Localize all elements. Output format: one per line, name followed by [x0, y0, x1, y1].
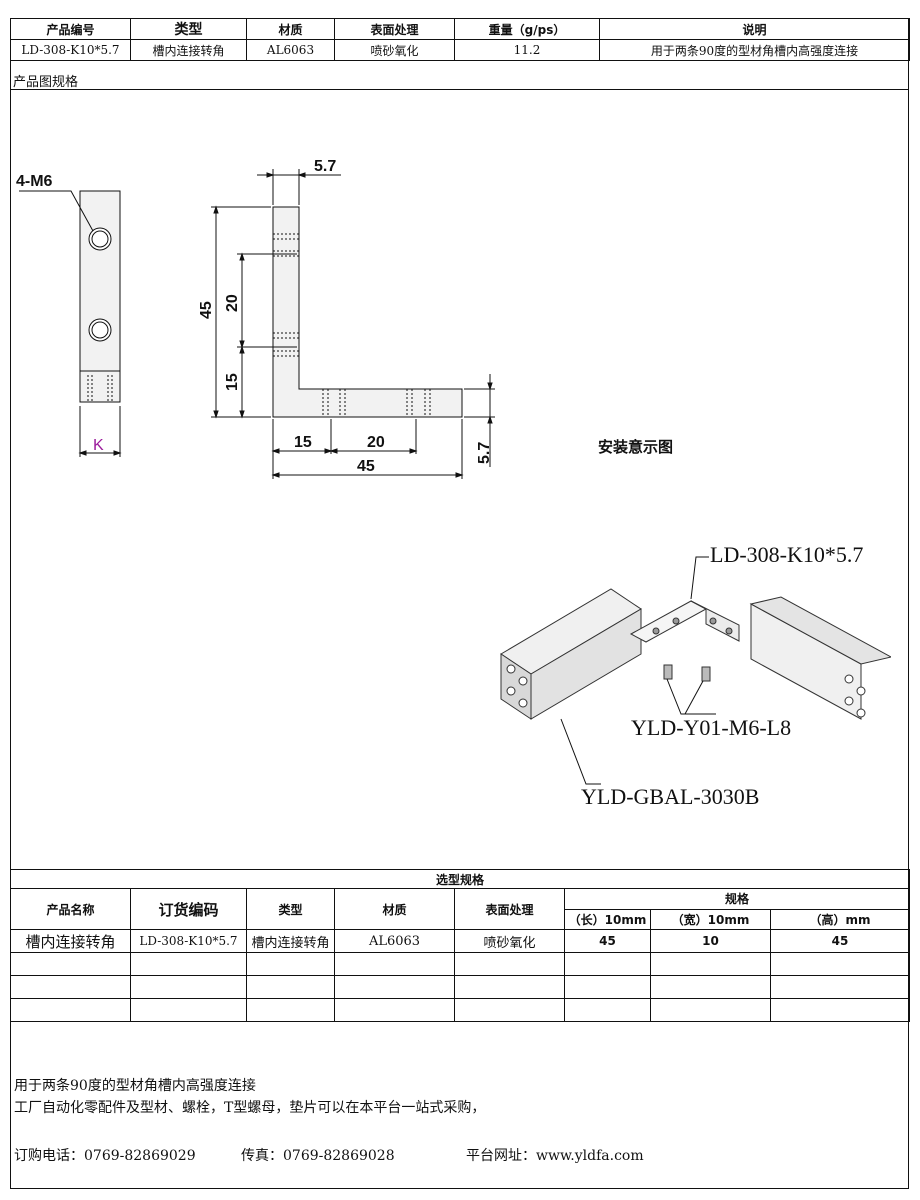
- selection-header-row: 产品名称 订货编码 类型 材质 表面处理 规格: [10, 888, 911, 930]
- cell-name: 槽内连接转角: [10, 929, 131, 953]
- install-title: 安装意示图: [598, 438, 673, 456]
- cell-width: 10: [650, 929, 771, 953]
- product-info-header: 产品编号 类型 材质 表面处理 重量（g/ps） 说明: [10, 18, 910, 40]
- col-sel-surface: 表面处理: [454, 888, 565, 930]
- col-product-code: 产品编号: [10, 18, 131, 40]
- dim-bottom-offset: 15: [294, 434, 312, 451]
- dim-height: 45: [198, 301, 215, 319]
- col-material: 材质: [246, 18, 335, 40]
- cell-surface: 喷砂氧化: [334, 39, 455, 61]
- cell-sel-material: AL6063: [334, 929, 455, 953]
- section-divider: [11, 89, 908, 90]
- cell-height: 45: [769, 929, 911, 953]
- footer-line-2: 工厂自动化零配件及型材、螺栓，T型螺母，垫片可以在本平台一站式采购，: [14, 1100, 486, 1116]
- col-height: （高）mm: [769, 908, 911, 930]
- selection-title: 选型规格: [9, 869, 911, 889]
- table-row: [10, 998, 911, 1022]
- col-description: 说明: [599, 18, 910, 40]
- selection-table: 选型规格 产品名称 订货编码 类型 材质 表面处理 规格 （长）10mm （宽）…: [9, 869, 911, 1022]
- table-row: 槽内连接转角 LD-308-K10*5.7 槽内连接转角 AL6063 喷砂氧化…: [10, 929, 911, 953]
- screw-icon: [663, 664, 673, 680]
- cell-sel-type: 槽内连接转角: [246, 929, 335, 953]
- cell-material: AL6063: [246, 39, 335, 61]
- footer-website: 平台网址：www.yldfa.com: [466, 1148, 644, 1164]
- col-length: （长）10mm: [564, 908, 651, 930]
- dim-upper-pitch: 20: [224, 294, 241, 312]
- table-row: [10, 952, 911, 976]
- footer-line-1: 用于两条90度的型材角槽内高强度连接: [14, 1078, 256, 1094]
- dim-bottom-pitch: 20: [367, 434, 385, 451]
- dim-length: 45: [357, 458, 375, 475]
- dim-lower-offset: 15: [224, 373, 241, 391]
- col-order-code: 订货编码: [130, 888, 247, 930]
- cell-length: 45: [564, 929, 651, 953]
- technical-drawing: 4-M6 K 5.7 45 20 15 15 20 45 5.7: [16, 158, 495, 479]
- label-screw: YLD-Y01-M6-L8: [631, 715, 791, 740]
- width-k-label: K: [93, 437, 104, 454]
- table-row: [10, 975, 911, 999]
- installation-diagram: 安装意示图 LD: [500, 438, 891, 809]
- connector-bracket: [629, 600, 708, 643]
- drawing-section-title: 产品图规格: [13, 75, 79, 90]
- col-surface: 表面处理: [334, 18, 455, 40]
- dim-thickness: 5.7: [314, 158, 336, 175]
- product-info-table: 产品编号 类型 材质 表面处理 重量（g/ps） 说明 LD-308-K10*5…: [10, 18, 910, 61]
- label-connector: LD-308-K10*5.7: [710, 542, 863, 567]
- cell-description: 用于两条90度的型材角槽内高强度连接: [599, 39, 910, 61]
- selection-subheader-row: （长）10mm （宽）10mm （高）mm: [11, 908, 911, 930]
- cell-weight: 11.2: [454, 39, 600, 61]
- col-sel-material: 材质: [334, 888, 455, 930]
- selection-title-row: 选型规格: [9, 869, 911, 889]
- cell-order-code: LD-308-K10*5.7: [130, 929, 247, 953]
- col-spec: 规格: [563, 888, 911, 910]
- dim-side-thickness: 5.7: [476, 442, 493, 464]
- col-weight: 重量（g/ps）: [454, 18, 600, 40]
- footer-phone: 订购电话：0769-82869029: [14, 1148, 196, 1164]
- footer-fax: 传真：0769-82869028: [241, 1148, 395, 1164]
- label-profile: YLD-GBAL-3030B: [581, 784, 759, 809]
- l-bracket-front-view: [272, 206, 463, 418]
- product-info-row: LD-308-K10*5.7 槽内连接转角 AL6063 喷砂氧化 11.2 用…: [10, 39, 910, 61]
- col-sel-type: 类型: [246, 888, 335, 930]
- cell-sel-surface: 喷砂氧化: [454, 929, 565, 953]
- side-view-bar: [79, 190, 121, 403]
- col-type: 类型: [130, 18, 247, 40]
- col-width: （宽）10mm: [650, 908, 771, 930]
- spec-sheet: 产品编号 类型 材质 表面处理 重量（g/ps） 说明 LD-308-K10*5…: [9, 18, 911, 1189]
- cell-product-code: LD-308-K10*5.7: [10, 39, 131, 61]
- col-name: 产品名称: [10, 888, 131, 930]
- cell-type: 槽内连接转角: [130, 39, 247, 61]
- hole-callout-label: 4-M6: [16, 173, 53, 190]
